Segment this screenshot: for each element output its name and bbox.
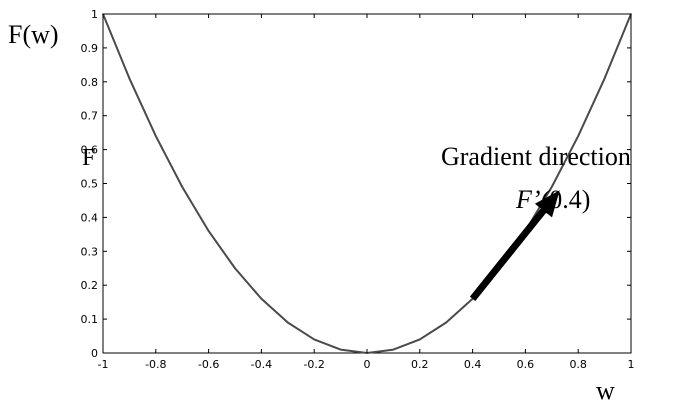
series-point bbox=[445, 321, 448, 324]
y-ticks: 0 0.1 0.2 0.3 0.4 0.5 0.6 0.7 0.8 0.9 1 bbox=[81, 8, 631, 360]
series-line bbox=[102, 13, 632, 354]
plot-axes bbox=[102, 13, 632, 354]
x-tick-label: 0 bbox=[364, 358, 371, 371]
series-point bbox=[577, 135, 579, 137]
x-tick-label: 0.6 bbox=[517, 358, 535, 371]
y-tick-label: 0.9 bbox=[81, 42, 99, 55]
series-point bbox=[313, 338, 316, 341]
x-tick-label: 1 bbox=[628, 358, 635, 371]
arrow-shaft bbox=[469, 208, 547, 301]
x-axis-label: w bbox=[596, 376, 615, 405]
x-ticks: -1 -0.8 -0.6 -0.4 -0.2 0 0.2 0.4 0.6 0.8 1 bbox=[98, 14, 635, 371]
x-tick-label: 0.8 bbox=[569, 358, 587, 371]
x-tick-label: -0.2 bbox=[303, 358, 324, 371]
plot-frame bbox=[102, 13, 632, 354]
x-tick-label: -0.4 bbox=[251, 358, 272, 371]
series-point bbox=[339, 348, 342, 351]
x-tick-label: 0.4 bbox=[464, 358, 482, 371]
series-point bbox=[287, 321, 289, 324]
series-point bbox=[392, 348, 395, 351]
y-tick-label: 1 bbox=[91, 8, 98, 21]
x-tick-label: -1 bbox=[98, 358, 109, 371]
y-tick-label: 0.6 bbox=[81, 144, 99, 157]
series-point bbox=[155, 135, 157, 137]
y-tick-label: 0.7 bbox=[81, 110, 99, 123]
y-tick-label: 0.5 bbox=[81, 178, 99, 191]
series-point bbox=[181, 186, 183, 188]
y-tick-label: 0.3 bbox=[81, 245, 99, 258]
gradient-arrow bbox=[469, 190, 560, 301]
derivative-suffix: 0.4) bbox=[549, 185, 590, 214]
gradient-direction-label: Gradient direction bbox=[441, 142, 631, 171]
y-axis-label: F(w) bbox=[8, 20, 59, 49]
series-point bbox=[128, 77, 131, 80]
y-tick-label: 0.4 bbox=[81, 211, 99, 224]
series-point bbox=[234, 267, 236, 270]
series-point bbox=[551, 186, 553, 188]
derivative-prefix: F’( bbox=[515, 185, 551, 214]
y-tick-label: 0.2 bbox=[81, 279, 99, 292]
y-tick-label: 0 bbox=[91, 347, 98, 360]
arrow-head bbox=[534, 190, 560, 218]
series-point bbox=[603, 77, 606, 80]
y-tick-label: 0.1 bbox=[81, 313, 99, 326]
series-point bbox=[419, 338, 421, 341]
y-tick-label: 0.8 bbox=[81, 76, 99, 89]
overlay-letter: F bbox=[82, 145, 95, 171]
series-point bbox=[207, 230, 210, 232]
x-tick-label: -0.8 bbox=[145, 358, 166, 371]
x-tick-label: -0.6 bbox=[198, 358, 219, 371]
series-group bbox=[102, 13, 632, 354]
series-point bbox=[260, 297, 263, 300]
derivative-label: F’(0.4) bbox=[515, 185, 590, 214]
x-tick-label: 0.2 bbox=[411, 358, 429, 371]
